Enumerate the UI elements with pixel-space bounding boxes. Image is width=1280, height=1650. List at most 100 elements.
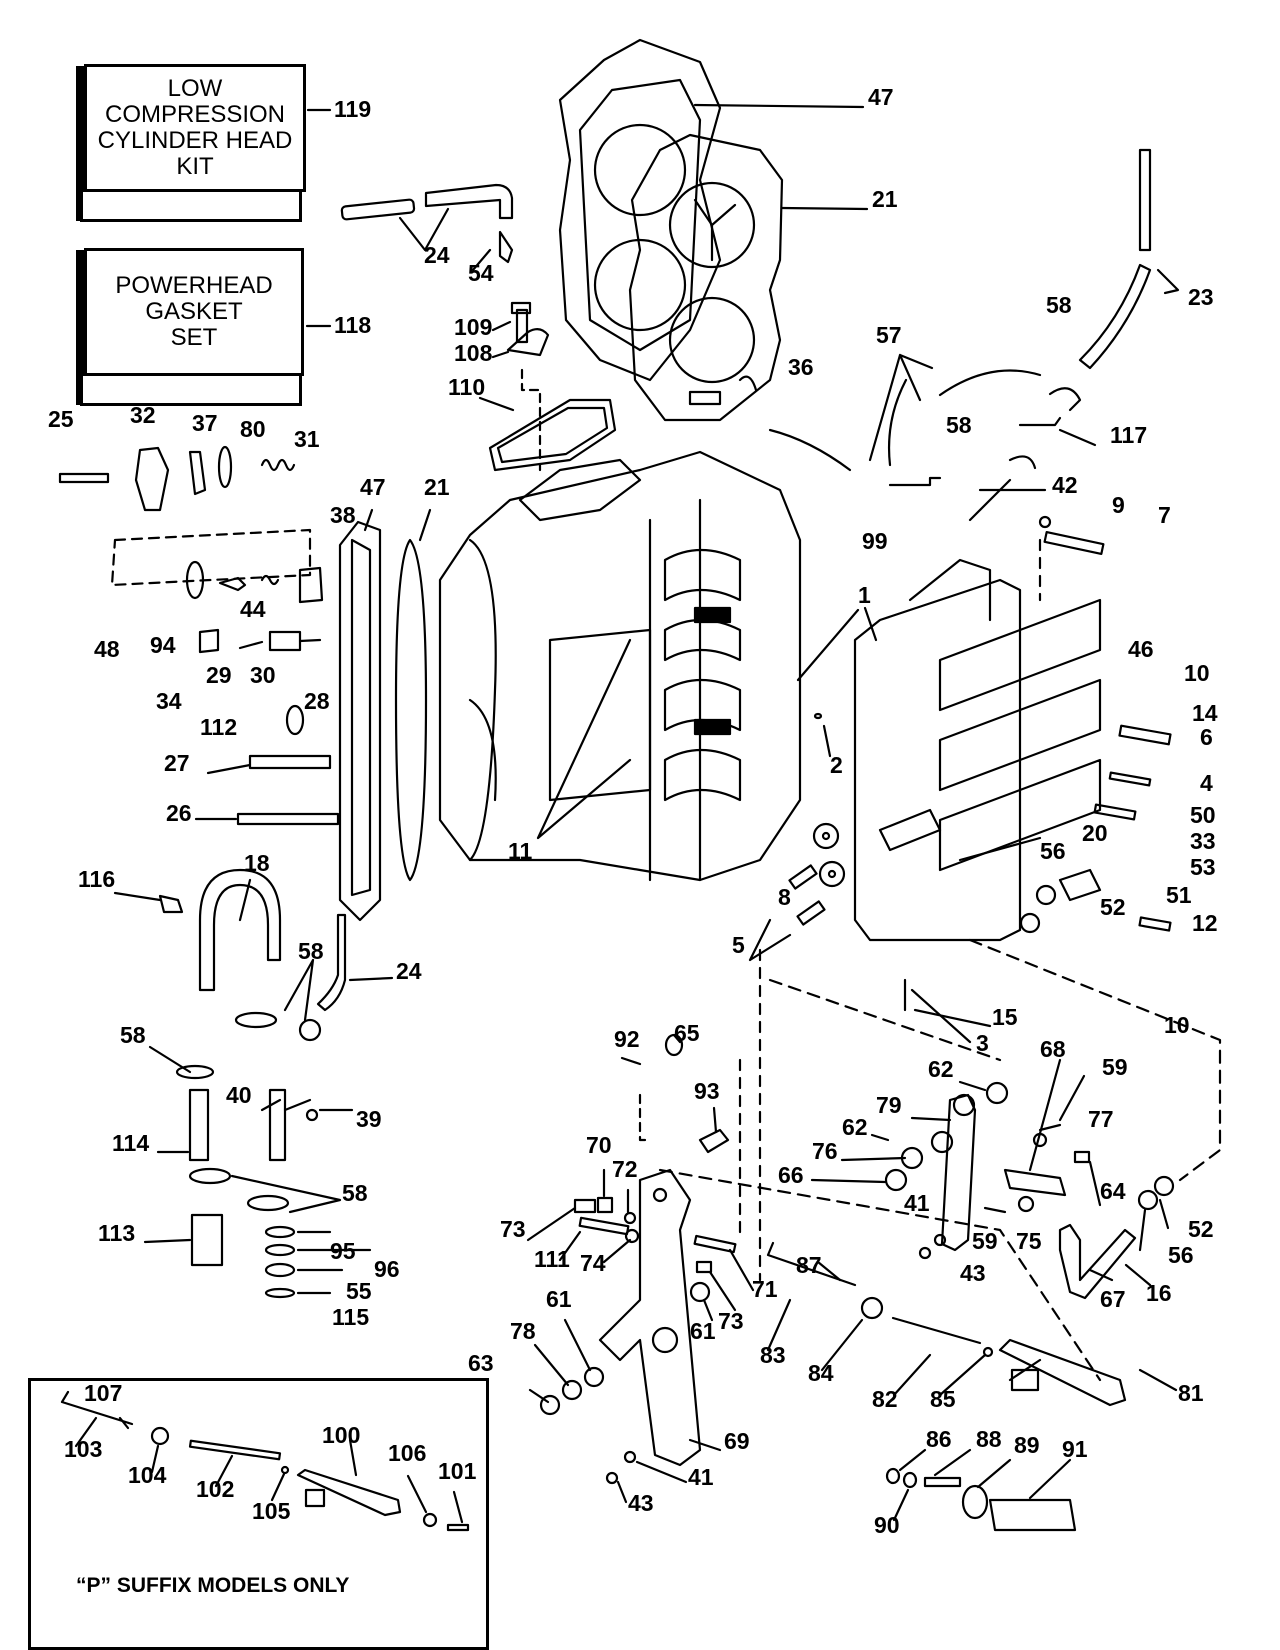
kit-118-base xyxy=(80,376,302,406)
callout-83: 83 xyxy=(760,1342,786,1368)
callout-47: 47 xyxy=(868,84,894,110)
callout-112: 112 xyxy=(200,714,238,740)
callout-69: 69 xyxy=(724,1428,750,1454)
callout-67: 67 xyxy=(1100,1286,1126,1312)
callout-68: 68 xyxy=(1040,1036,1066,1062)
callout-7: 7 xyxy=(1158,502,1171,528)
callout-43: 43 xyxy=(628,1490,654,1516)
callout-111: 111 xyxy=(534,1246,570,1272)
callout-58: 58 xyxy=(298,938,324,964)
callout-25: 25 xyxy=(48,406,74,432)
callout-116: 116 xyxy=(78,866,116,892)
callout-6: 6 xyxy=(1200,724,1213,750)
callout-58: 58 xyxy=(1046,292,1072,318)
callout-65: 65 xyxy=(674,1020,700,1046)
callout-105: 105 xyxy=(252,1498,291,1524)
callout-10: 10 xyxy=(1184,660,1210,686)
callout-115: 115 xyxy=(332,1304,370,1330)
inset-caption: “P” SUFFIX MODELS ONLY xyxy=(76,1574,350,1597)
callout-30: 30 xyxy=(250,662,276,688)
callout-81: 81 xyxy=(1178,1380,1204,1406)
leader-line xyxy=(693,103,865,109)
callout-38: 38 xyxy=(330,502,356,528)
callout-89: 89 xyxy=(1014,1432,1040,1458)
callout-58: 58 xyxy=(120,1022,146,1048)
callout-117: 117 xyxy=(1110,422,1148,448)
callout-114: 114 xyxy=(112,1130,150,1156)
callout-52: 52 xyxy=(1188,1216,1214,1242)
callout-61: 61 xyxy=(690,1318,716,1344)
callout-62: 62 xyxy=(928,1056,954,1082)
callout-21: 21 xyxy=(872,186,898,212)
callout-88: 88 xyxy=(976,1426,1002,1452)
callout-94: 94 xyxy=(150,632,176,658)
callout-21: 21 xyxy=(424,474,450,500)
callout-58: 58 xyxy=(342,1180,368,1206)
callout-87: 87 xyxy=(796,1252,822,1278)
callout-63: 63 xyxy=(468,1350,494,1376)
callout-119: 119 xyxy=(334,96,372,122)
callout-56: 56 xyxy=(1040,838,1066,864)
callout-42: 42 xyxy=(1052,472,1078,498)
callout-91: 91 xyxy=(1062,1436,1088,1462)
callout-85: 85 xyxy=(930,1386,956,1412)
callout-118: 118 xyxy=(334,312,372,338)
callout-27: 27 xyxy=(164,750,190,776)
callout-92: 92 xyxy=(614,1026,640,1052)
callout-52: 52 xyxy=(1100,894,1126,920)
callout-55: 55 xyxy=(346,1278,372,1304)
callout-3: 3 xyxy=(976,1030,989,1056)
callout-24: 24 xyxy=(396,958,422,984)
callout-106: 106 xyxy=(388,1440,427,1466)
callout-73: 73 xyxy=(718,1308,744,1334)
callout-77: 77 xyxy=(1088,1106,1114,1132)
head-gasket xyxy=(628,133,784,422)
callout-113: 113 xyxy=(98,1220,136,1246)
callout-76: 76 xyxy=(812,1138,838,1164)
callout-34: 34 xyxy=(156,688,182,714)
callout-20: 20 xyxy=(1082,820,1108,846)
callout-46: 46 xyxy=(1128,636,1154,662)
kit-119-shadow xyxy=(76,66,86,221)
callout-36: 36 xyxy=(788,354,814,380)
callout-62: 62 xyxy=(842,1114,868,1140)
kit-box-powerhead-gasket-set: POWERHEAD GASKET SET xyxy=(84,248,304,376)
kit-119-label: LOW COMPRESSION CYLINDER HEAD KIT xyxy=(97,75,293,180)
kit-118-label: POWERHEAD GASKET SET xyxy=(115,272,273,351)
callout-56: 56 xyxy=(1168,1242,1194,1268)
callout-71: 71 xyxy=(752,1276,778,1302)
callout-90: 90 xyxy=(874,1512,900,1538)
callout-59: 59 xyxy=(972,1228,998,1254)
callout-58: 58 xyxy=(946,412,972,438)
callout-110: 110 xyxy=(448,374,486,400)
callout-100: 100 xyxy=(322,1422,361,1448)
callout-16: 16 xyxy=(1146,1280,1172,1306)
callout-15: 15 xyxy=(992,1004,1018,1030)
callout-4: 4 xyxy=(1200,770,1213,796)
callout-64: 64 xyxy=(1100,1178,1126,1204)
callout-23: 23 xyxy=(1188,284,1214,310)
callout-70: 70 xyxy=(586,1132,612,1158)
callout-5: 5 xyxy=(732,932,745,958)
callout-37: 37 xyxy=(192,410,218,436)
callout-11: 11 xyxy=(508,838,533,864)
cylinder-head xyxy=(558,38,722,382)
callout-96: 96 xyxy=(374,1256,400,1282)
callout-103: 103 xyxy=(64,1436,103,1462)
callout-18: 18 xyxy=(244,850,270,876)
callout-44: 44 xyxy=(240,596,266,622)
callout-82: 82 xyxy=(872,1386,898,1412)
callout-66: 66 xyxy=(778,1162,804,1188)
callout-40: 40 xyxy=(226,1082,252,1108)
callout-31: 31 xyxy=(294,426,320,452)
callout-2: 2 xyxy=(830,752,843,778)
callout-14: 14 xyxy=(1192,700,1218,726)
leader-line xyxy=(780,206,869,211)
kit-box-low-compression-cylinder-head: LOW COMPRESSION CYLINDER HEAD KIT xyxy=(84,64,306,192)
callout-95: 95 xyxy=(330,1238,356,1264)
callout-29: 29 xyxy=(206,662,232,688)
callout-53: 53 xyxy=(1190,854,1216,880)
callout-61: 61 xyxy=(546,1286,572,1312)
callout-41: 41 xyxy=(688,1464,714,1490)
